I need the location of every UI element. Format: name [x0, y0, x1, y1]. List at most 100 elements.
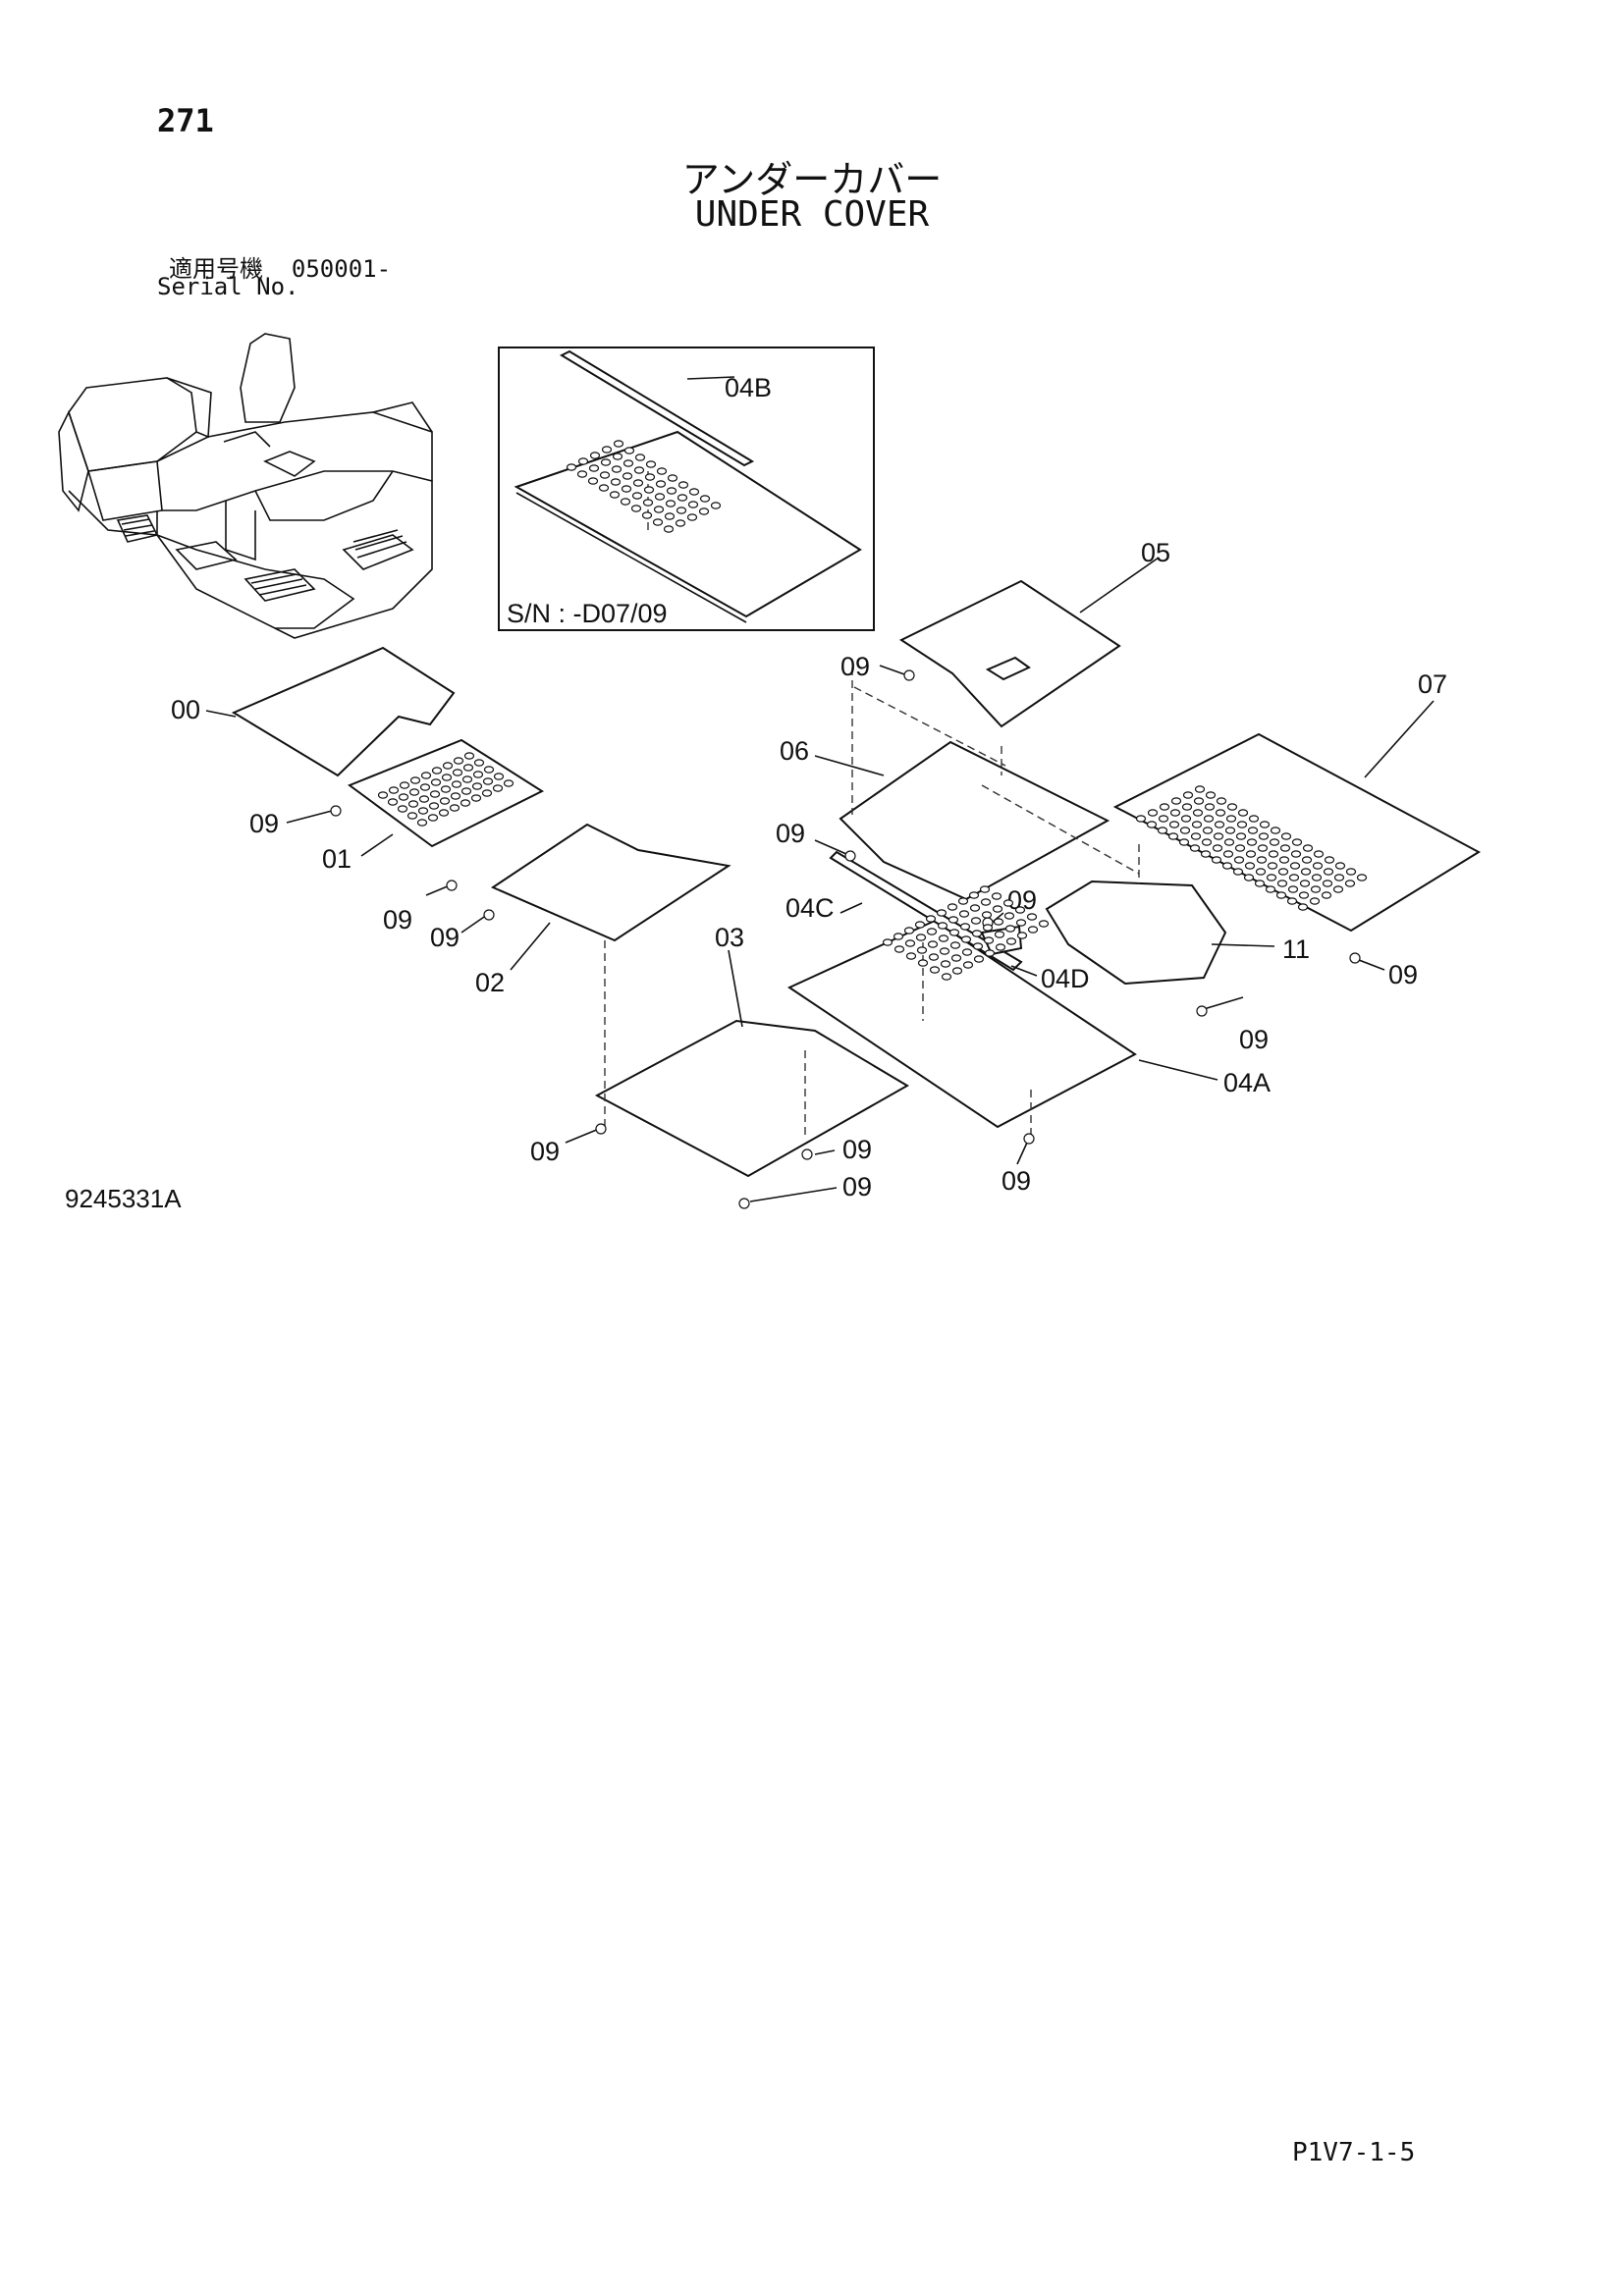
perforation-hole [1258, 832, 1270, 840]
perforation-hole [407, 800, 419, 808]
perforation-hole [1216, 797, 1227, 805]
perforation-hole [1232, 868, 1244, 876]
perforation-hole [1321, 891, 1332, 899]
page-code: P1V7-1-5 [1292, 2138, 1416, 2167]
perforation-hole [925, 915, 937, 923]
perforation-hole [1212, 844, 1223, 852]
label-bolt-09-e: 09 [842, 1135, 872, 1164]
perforation-hole [1254, 880, 1266, 887]
perforation-hole [481, 789, 493, 797]
perforation-hole [453, 757, 464, 765]
perforation-hole [949, 941, 961, 949]
perforation-hole [983, 936, 995, 944]
perforation-hole [1312, 862, 1324, 870]
perforation-hole [1334, 862, 1346, 870]
perforation-hole [620, 498, 631, 506]
assembly-guide-lines [604, 667, 1140, 1139]
perforation-hole [1026, 913, 1038, 921]
perforation-hole [1311, 874, 1323, 881]
perforation-hole [995, 943, 1006, 951]
perforation-hole [613, 440, 624, 448]
perforation-hole [577, 457, 589, 465]
perforation-hole [377, 791, 389, 799]
perforation-hole [451, 780, 462, 788]
perforation-hole [1233, 856, 1245, 864]
perforation-hole [418, 795, 430, 803]
perforation-hole [656, 467, 668, 475]
perforation-hole [1157, 827, 1168, 834]
perforation-hole [1289, 862, 1301, 870]
perforation-hole [1005, 937, 1017, 945]
drawing-number: 9245331A [65, 1184, 182, 1213]
label-part-03: 03 [715, 923, 744, 952]
bolt-markers [330, 669, 1361, 1209]
perforation-hole [409, 776, 421, 784]
perforation-hole [611, 465, 623, 473]
perforation-hole [1192, 809, 1204, 817]
perforation-hole [903, 927, 915, 934]
perforation-hole [460, 787, 472, 795]
perforation-hole [652, 518, 664, 526]
perforation-hole [950, 954, 962, 962]
perforation-hole [1267, 862, 1278, 870]
perforation-hole [440, 785, 452, 793]
serial-value: 050001- [291, 255, 392, 283]
label-bolt-09-k: 09 [1239, 1025, 1269, 1054]
perforation-hole [1255, 868, 1267, 876]
perforation-hole [666, 487, 677, 495]
title-english: UNDER COVER [694, 194, 930, 235]
perforation-hole [1237, 809, 1249, 817]
perforation-hole [992, 905, 1003, 913]
perforation-hole [1135, 815, 1147, 823]
perforation-hole [1223, 838, 1235, 846]
perforation-hole [417, 807, 429, 815]
label-inset-04b: 04B [725, 373, 772, 402]
perforation-hole [1313, 850, 1325, 858]
perforation-hole [1280, 832, 1292, 840]
perforation-hole [621, 485, 632, 493]
perforation-hole [1309, 897, 1321, 905]
perforation-hole [1181, 803, 1193, 811]
perforation-hole [449, 804, 460, 812]
perforation-hole [1279, 844, 1291, 852]
perforation-hole [1015, 919, 1027, 927]
perforation-hole [1332, 885, 1344, 893]
serial-label-japanese: 適用号機 050001- [169, 249, 391, 284]
perforation-hole [1324, 856, 1335, 864]
perforation-hole [663, 525, 675, 533]
perforation-hole [471, 782, 483, 790]
perforation-hole [979, 885, 991, 893]
perforation-hole [483, 766, 495, 774]
perforation-hole [633, 466, 645, 474]
perforation-hole [893, 945, 905, 953]
perforation-hole [916, 946, 928, 954]
perforation-hole [962, 961, 974, 969]
perforation-hole [1246, 838, 1258, 846]
perforation-hole [431, 767, 443, 774]
plate-01 [347, 738, 545, 848]
perforation-hole [610, 478, 622, 486]
perforation-hole [566, 463, 577, 471]
perforation-hole [1278, 856, 1290, 864]
perforation-hole [1213, 832, 1224, 840]
label-part-07: 07 [1418, 669, 1447, 699]
perforation-hole [1168, 821, 1180, 828]
perforation-hole [941, 973, 952, 981]
perforation-hole [1002, 899, 1014, 907]
perforation-hole [1275, 891, 1287, 899]
perforation-hole [1003, 912, 1015, 920]
perforation-hole [917, 959, 929, 967]
perforation-hole [632, 479, 644, 487]
label-bolt-09-l: 09 [1001, 1166, 1031, 1196]
label-bolt-09-d: 09 [530, 1137, 560, 1166]
label-part-01: 01 [322, 844, 352, 874]
perforation-hole [947, 903, 958, 911]
perforation-hole [1300, 868, 1312, 876]
title-japanese: アンダーカバー [681, 158, 943, 201]
perforation-hole [1222, 850, 1234, 858]
perforation-hole [1244, 862, 1256, 870]
perforation-hole [653, 506, 665, 513]
perforation-hole [644, 473, 656, 481]
perforation-hole [667, 474, 678, 482]
